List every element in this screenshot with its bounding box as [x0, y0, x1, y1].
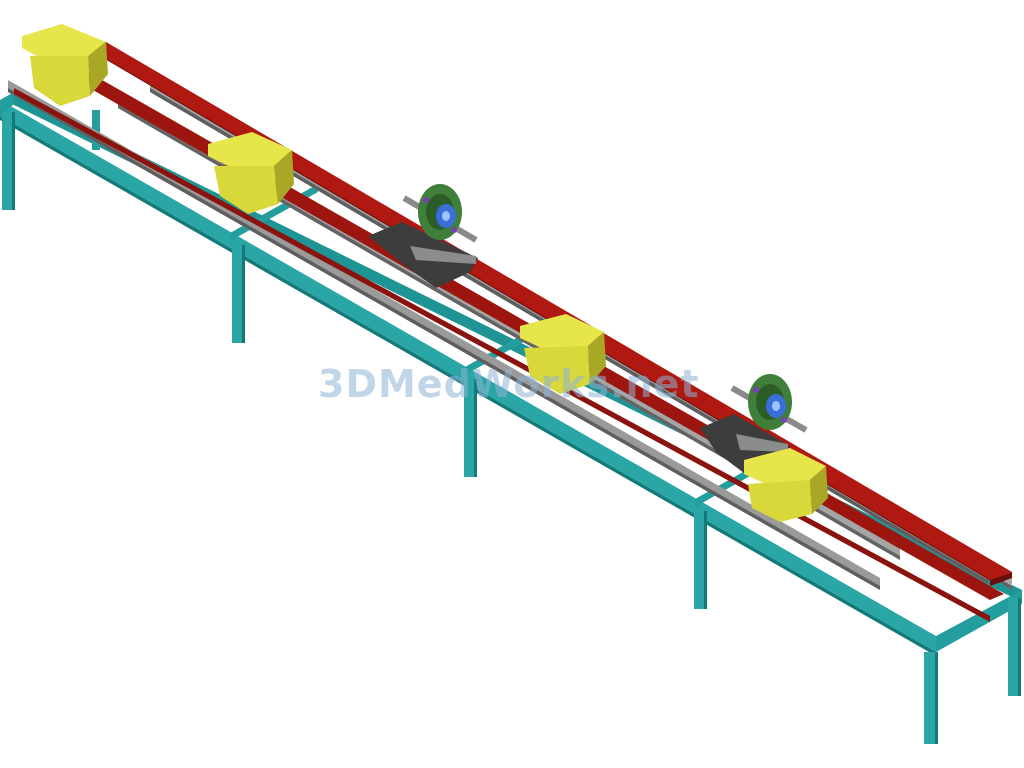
- belt-main: [60, 32, 1012, 580]
- belt-lower: [14, 88, 990, 622]
- workpiece-supports: [22, 24, 828, 522]
- chuck-1: [402, 184, 478, 243]
- base-frame: [0, 92, 1022, 744]
- rotary-chucks: [402, 184, 808, 433]
- frame-beam-front: [0, 100, 936, 652]
- support-2: [208, 132, 294, 214]
- support-4: [744, 448, 828, 522]
- support-1: [22, 24, 108, 106]
- chuck-2: [730, 374, 808, 433]
- support-3: [520, 314, 606, 394]
- frame-cross-struts: [230, 184, 782, 507]
- frame-legs: [2, 110, 1021, 744]
- frame-beam-end: [936, 590, 1022, 652]
